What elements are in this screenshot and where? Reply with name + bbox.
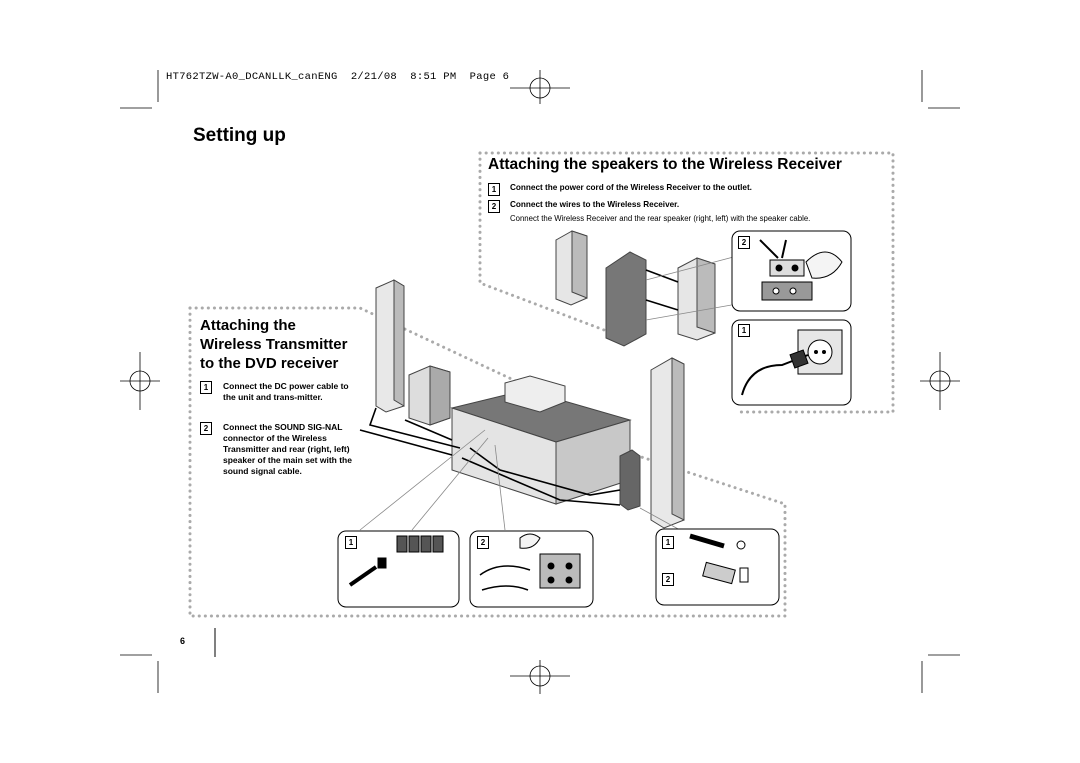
step-number: 2: [488, 200, 500, 213]
print-header: HT762TZW-A0_DCANLLK_canENG 2/21/08 8:51 …: [166, 71, 510, 83]
step-number: 1: [488, 183, 500, 196]
page-number: 6: [180, 636, 186, 646]
dvd-receiver: [450, 375, 632, 505]
title-line: Wireless Transmitter: [200, 336, 348, 353]
transmitter-step-2: 2 Connect the SOUND SIG-NAL connector of…: [200, 422, 352, 476]
step-text: Connect the wires to the Wireless Receiv…: [510, 200, 680, 209]
receiver-step-2: 2 Connect the wires to the Wireless Rece…: [488, 200, 679, 213]
title-line: Attaching the: [200, 317, 296, 334]
section-title-receiver: Attaching the speakers to the Wireless R…: [488, 156, 842, 173]
front-speakers: [375, 279, 685, 529]
back-panel-jacks: [348, 535, 444, 587]
step-number: 1: [200, 381, 212, 394]
dotted-frames: [188, 151, 895, 618]
receiver-step-1: 1 Connect the power cord of the Wireless…: [488, 183, 752, 196]
step-text: Connect the DC power cable to the unit a…: [223, 381, 349, 402]
callout-terminals-2: 2: [477, 536, 489, 549]
transmitter-connector: [689, 533, 749, 585]
callout-transmitter-1: 1: [662, 536, 674, 549]
step-text: Connect the power cord of the Wireless R…: [510, 183, 752, 192]
page-title: Setting up: [193, 125, 286, 146]
callout-receiver-1: 1: [738, 324, 750, 337]
callout-receiver-2: 2: [738, 236, 750, 249]
wall-outlet: [741, 329, 843, 396]
crop-marks: [120, 70, 960, 694]
title-line: to the DVD receiver: [200, 355, 339, 372]
callout-backpanel-1: 1: [345, 536, 357, 549]
subwoofer: [408, 365, 451, 426]
receiver-step-2-detail: Connect the Wireless Receiver and the re…: [510, 214, 811, 223]
callout-transmitter-2: 2: [662, 573, 674, 586]
wireless-transmitter: [619, 449, 641, 511]
step-number: 2: [200, 422, 212, 435]
transmitter-step-1: 1 Connect the DC power cable to the unit…: [200, 381, 349, 402]
section-title-transmitter: Attaching the Wireless Transmitter to th…: [200, 316, 350, 373]
speaker-terminals: [479, 533, 581, 591]
receiver-terminals: [759, 239, 843, 301]
step-text: Connect the SOUND SIG-NAL connector of t…: [223, 422, 352, 476]
cables: [359, 269, 679, 506]
rear-speakers: [555, 230, 716, 341]
wireless-receiver: [605, 251, 647, 347]
